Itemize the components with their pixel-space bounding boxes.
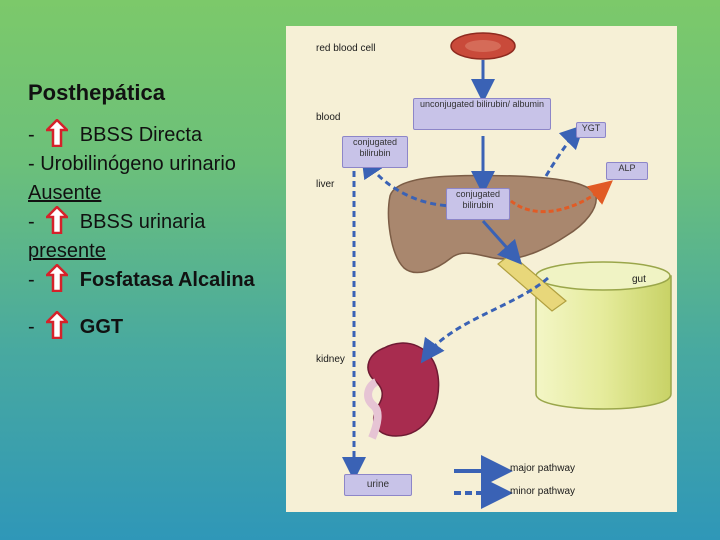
label-liver: liver [316, 179, 335, 190]
urine-box: urine [344, 474, 412, 496]
alp-box: ALP [606, 162, 648, 180]
increase-arrow-icon [46, 310, 69, 339]
major-pathway-arrow [481, 220, 522, 265]
bullet-text: GGT [79, 316, 124, 338]
ygt-pathway-arrow [544, 124, 585, 177]
conjugated-bilirubin-blood-box: conjugated bilirubin [342, 136, 408, 168]
red-blood-cell-center [465, 40, 501, 52]
label-gut: gut [632, 274, 646, 285]
bullet-presente: presente [28, 237, 290, 266]
bullet-dash: - [28, 124, 35, 146]
bullet-fosfatasa: - Fosfatasa Alcalina [28, 263, 290, 295]
bullet-bbss-urinaria: - BBSS urinaria [28, 205, 290, 237]
bullet-text: BBSS urinaria [79, 211, 206, 233]
label-kidney: kidney [316, 354, 345, 365]
bullet-dash: - [28, 269, 35, 291]
enterohepatic-arrow [420, 276, 549, 364]
label-red-blood-cell: red blood cell [316, 43, 376, 54]
slide-text-panel: Posthepática - BBSS Directa - Urobilinóg… [28, 78, 290, 342]
gut-opening [535, 261, 671, 291]
pathway-drawing [342, 32, 672, 509]
gut-shape [535, 275, 672, 410]
bullet-dash: - [28, 316, 35, 338]
bullet-text: BBSS Directa [79, 124, 203, 146]
bullet-bbss-directa: - BBSS Directa [28, 118, 290, 150]
bullet-urobilinogeno: - Urobilinógeno urinario [28, 150, 290, 179]
increase-arrow-icon [46, 263, 69, 292]
legend-major-label: major pathway [510, 463, 576, 474]
conjugated-bilirubin-liver-box: conjugated bilirubin [446, 188, 510, 220]
ureter-shape [364, 378, 382, 440]
bullet-ausente: Ausente [28, 179, 290, 208]
bullet-ggt: - GGT [28, 310, 290, 342]
bullet-text: - Urobilinógeno urinario [28, 153, 236, 175]
alp-pathway-arrow [510, 180, 613, 214]
ygt-box: YGT [576, 122, 606, 138]
bilirubin-pathway-figure: red blood cell blood liver gut kidney un… [286, 26, 677, 512]
increase-arrow-icon [46, 205, 69, 234]
bullet-text: presente [28, 240, 106, 262]
bullet-text: Fosfatasa Alcalina [79, 269, 255, 291]
bullet-text: Ausente [28, 182, 102, 204]
liver-shape [387, 174, 597, 274]
minor-pathway-arrow [361, 153, 457, 208]
unconjugated-bilirubin-box: unconjugated bilirubin/ albumin [413, 98, 551, 130]
bullet-dash: - [28, 211, 35, 233]
slide-title: Posthepática [28, 80, 165, 105]
increase-arrow-icon [46, 118, 69, 147]
legend-minor-label: minor pathway [510, 486, 576, 497]
label-blood: blood [316, 112, 341, 123]
